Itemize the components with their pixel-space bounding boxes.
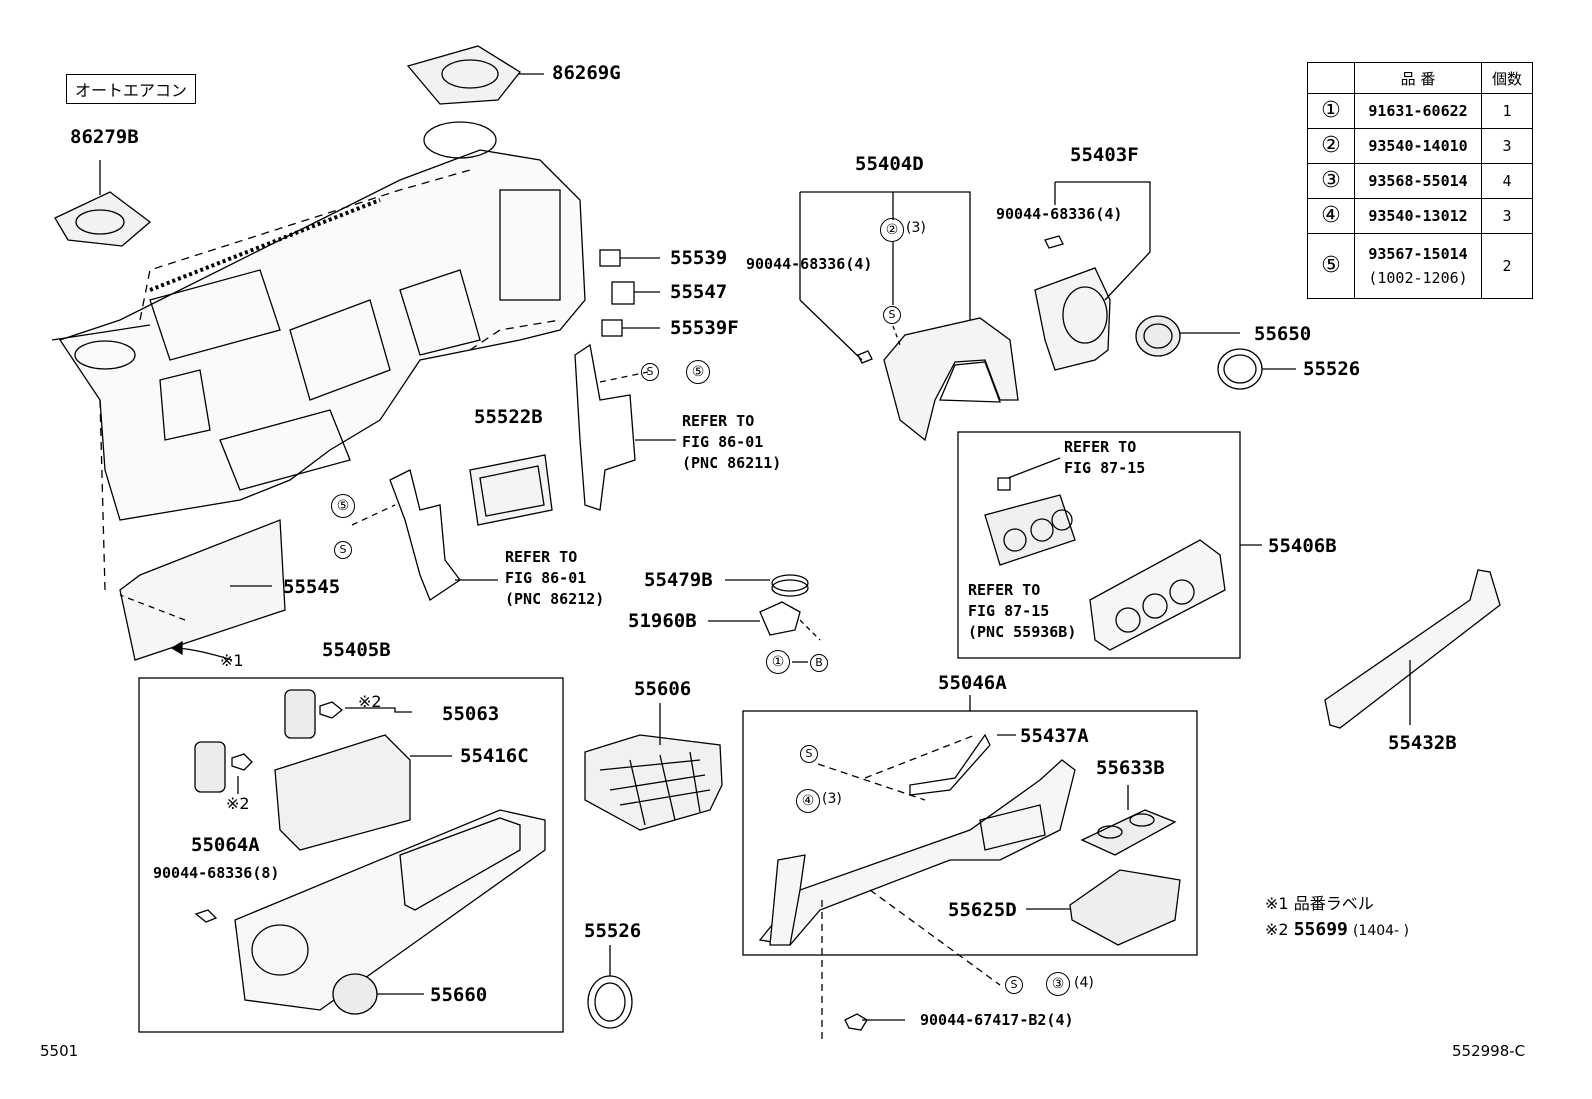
legend-row: ① 91631-60622 1: [1307, 93, 1533, 129]
callout-s-lower: S: [334, 541, 352, 559]
footnote-1-text: 品番ラベル: [1293, 894, 1374, 913]
footnote-2-mark: ※2: [1265, 920, 1289, 939]
callout-2-qty: (3): [906, 220, 926, 236]
part-label-55522B[interactable]: 55522B: [474, 406, 543, 428]
legend-row: ③ 93568-55014 4: [1307, 163, 1533, 199]
legend-key: ①: [1307, 93, 1355, 129]
part-label-55063[interactable]: 55063: [442, 703, 500, 725]
part-label-86269G[interactable]: 86269G: [552, 62, 621, 84]
legend-key: ③: [1307, 163, 1355, 199]
legend-part-number[interactable]: 93568-55014: [1354, 163, 1482, 199]
legend-header-row: 品 番 個数: [1307, 62, 1533, 94]
footnote-1-mark: ※1: [1265, 894, 1289, 913]
legend-part-number[interactable]: 93540-14010: [1354, 128, 1482, 164]
legend-key-mark: ④: [1321, 203, 1341, 228]
callout-s-55046a: S: [800, 745, 818, 763]
refer-note-pnc-86212[interactable]: REFER TO FIG 86-01 (PNC 86212): [505, 548, 605, 608]
legend-key-mark: ①: [1321, 98, 1341, 123]
part-label-55606[interactable]: 55606: [634, 678, 692, 700]
part-label-55547[interactable]: 55547: [670, 281, 728, 303]
part-label-55650[interactable]: 55650: [1254, 323, 1312, 345]
auto-aircon-tag: オートエアコン: [66, 74, 197, 104]
part-label-55064A[interactable]: 55064A: [191, 834, 260, 856]
fastener-legend-table: 品 番 個数 ① 91631-60622 1 ② 93540-14010 3 ③…: [1307, 62, 1533, 299]
callout-4-qty: (3): [822, 791, 842, 807]
part-label-55403F[interactable]: 55403F: [1070, 144, 1139, 166]
callout-x1: ※1: [220, 651, 244, 670]
footnote-2-date-range: (1404- ): [1352, 923, 1410, 939]
footnote-2-part-number[interactable]: 55699: [1293, 919, 1348, 940]
part-label-55539F[interactable]: 55539F: [670, 317, 739, 339]
part-label-55526-lower[interactable]: 55526: [584, 920, 642, 942]
legend-row: ⑤ 93567-15014 (1002-1206) 2: [1307, 233, 1533, 299]
legend-part-number[interactable]: 93540-13012: [1354, 198, 1482, 234]
part-label-55406B[interactable]: 55406B: [1268, 535, 1337, 557]
legend-part-number[interactable]: 93567-15014: [1368, 245, 1468, 263]
part-label-51960B[interactable]: 51960B: [628, 610, 697, 632]
part-label-90044-68336-8[interactable]: 90044-68336(8): [153, 864, 280, 882]
legend-key-mark: ③: [1321, 168, 1341, 193]
part-label-55416C[interactable]: 55416C: [460, 745, 529, 767]
part-label-55545[interactable]: 55545: [283, 576, 341, 598]
legend-date-range: (1002-1206): [1368, 269, 1468, 287]
legend-pn-header: 品 番: [1354, 62, 1482, 94]
legend-key: ②: [1307, 128, 1355, 164]
part-label-55404D[interactable]: 55404D: [855, 153, 924, 175]
part-label-55437A[interactable]: 55437A: [1020, 725, 1089, 747]
refer-note-pnc-86211[interactable]: REFER TO FIG 86-01 (PNC 86211): [682, 412, 782, 472]
part-label-55405B[interactable]: 55405B: [322, 639, 391, 661]
callout-4: ④: [796, 789, 820, 813]
refer-note-fig-87-15[interactable]: REFER TO FIG 87-15: [1064, 438, 1146, 477]
part-label-55625D[interactable]: 55625D: [948, 899, 1017, 921]
part-label-55539[interactable]: 55539: [670, 247, 728, 269]
callout-5-lower: ⑤: [331, 494, 355, 518]
refer-note-pnc-55936b[interactable]: REFER TO FIG 87-15 (PNC 55936B): [968, 581, 1077, 641]
part-label-55633B[interactable]: 55633B: [1096, 757, 1165, 779]
legend-key-mark: ②: [1321, 133, 1341, 158]
callout-1: ①: [766, 650, 790, 674]
callout-x2-55063: ※2: [358, 692, 382, 711]
legend-qty: 1: [1481, 93, 1533, 129]
part-label-55479B[interactable]: 55479B: [644, 569, 713, 591]
callout-x2-55064a: ※2: [226, 794, 250, 813]
callout-s-bracket: S: [641, 363, 659, 381]
legend-qty-header: 個数: [1481, 62, 1533, 94]
part-label-55660[interactable]: 55660: [430, 984, 488, 1006]
legend-part-number-cell: 93567-15014 (1002-1206): [1354, 233, 1482, 299]
callout-s-bottom: S: [1005, 976, 1023, 994]
part-label-55526-upper[interactable]: 55526: [1303, 358, 1361, 380]
legend-part-number[interactable]: 91631-60622: [1354, 93, 1482, 129]
legend-key: ④: [1307, 198, 1355, 234]
part-label-90044-68336-upper[interactable]: 90044-68336(4): [996, 205, 1123, 223]
callout-s-55404d: S: [883, 306, 901, 324]
footnote-1: ※1 品番ラベル: [1265, 890, 1374, 914]
legend-qty: 3: [1481, 128, 1533, 164]
part-label-90044-67417-b2[interactable]: 90044-67417-B2(4): [920, 1011, 1074, 1029]
legend-key: ⑤: [1307, 233, 1355, 299]
diagram-id: 552998-C: [1452, 1042, 1526, 1060]
legend-row: ④ 93540-13012 3: [1307, 198, 1533, 234]
part-label-55046A[interactable]: 55046A: [938, 672, 1007, 694]
part-label-86279B[interactable]: 86279B: [70, 126, 139, 148]
legend-row: ② 93540-14010 3: [1307, 128, 1533, 164]
legend-qty: 4: [1481, 163, 1533, 199]
legend-key-header: [1307, 62, 1355, 94]
footnote-2: ※2 55699 (1404- ): [1265, 919, 1409, 940]
callout-3-qty: (4): [1074, 975, 1094, 991]
part-label-55432B[interactable]: 55432B: [1388, 732, 1457, 754]
callout-2: ②: [880, 218, 904, 242]
legend-key-mark: ⑤: [1321, 253, 1341, 278]
callout-5-bracket: ⑤: [686, 360, 710, 384]
part-label-90044-68336-left[interactable]: 90044-68336(4): [746, 255, 873, 273]
callout-b: B: [810, 654, 828, 672]
legend-qty: 2: [1481, 233, 1533, 299]
figure-number: 5501: [40, 1042, 79, 1060]
legend-qty: 3: [1481, 198, 1533, 234]
callout-3: ③: [1046, 972, 1070, 996]
